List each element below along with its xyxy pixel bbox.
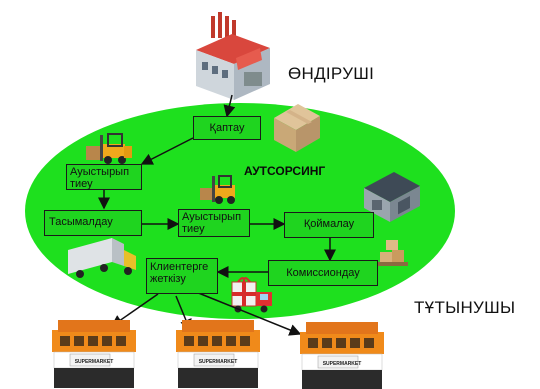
producer-label: ӨНДІРУШІ xyxy=(288,64,375,83)
outsourcing-label: АУТСОРСИНГ xyxy=(244,164,326,178)
factory-icon xyxy=(196,12,270,100)
step-commission: Комиссиондау xyxy=(268,260,378,286)
supermarket-sign: SUPERMARKET xyxy=(323,361,362,367)
step-loading-1: Ауыстырып тиеу xyxy=(66,164,142,190)
supermarket-icon xyxy=(300,322,384,389)
gift-truck-icon xyxy=(231,277,272,313)
supermarket-icon xyxy=(52,320,136,388)
supermarket-sign: SUPERMARKET xyxy=(199,359,238,365)
supermarket-icon xyxy=(176,320,260,388)
step-transport-label: Тасымалдау xyxy=(49,216,113,228)
consumer-label: ТҰТЫНУШЫ xyxy=(414,298,516,317)
step-delivery-label: Клиентерге жеткізу xyxy=(150,261,209,285)
box-icon xyxy=(274,104,320,152)
diagram-arrows xyxy=(98,94,336,336)
forklift-icon xyxy=(200,175,235,204)
step-packaging: Қаптау xyxy=(193,116,261,140)
step-loading-2-label: Ауыстырып тиеу xyxy=(182,211,242,235)
step-storage-label: Қоймалау xyxy=(303,218,355,230)
step-transport: Тасымалдау xyxy=(44,210,142,236)
step-commission-label: Комиссиондау xyxy=(286,267,360,279)
step-loading-2: Ауыстырып тиеу xyxy=(178,209,250,237)
pallet-icon xyxy=(376,240,408,266)
truck-icon xyxy=(68,238,136,278)
forklift-icon xyxy=(86,133,132,164)
warehouse-icon xyxy=(364,172,420,222)
supermarket-sign: SUPERMARKET xyxy=(75,359,114,365)
step-storage: Қоймалау xyxy=(284,212,374,238)
step-packaging-label: Қаптау xyxy=(209,122,245,134)
step-loading-1-label: Ауыстырып тиеу xyxy=(70,166,130,190)
step-delivery: Клиентерге жеткізу xyxy=(146,258,218,294)
